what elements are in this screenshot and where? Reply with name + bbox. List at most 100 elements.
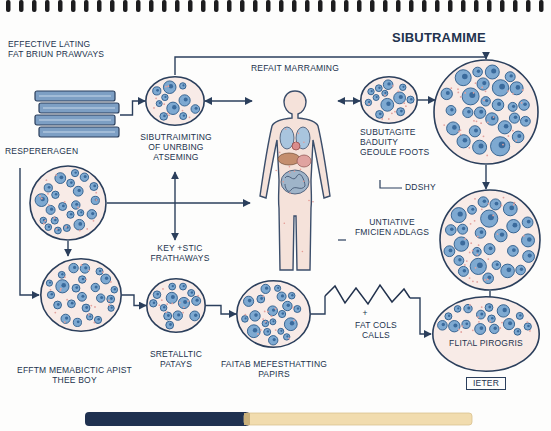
node-outline [236,280,311,348]
tissue-dot [492,215,494,217]
cell-nucleus [51,293,54,296]
cell-nucleus [248,299,252,303]
cell [90,183,98,191]
cell-nucleus [387,82,390,85]
tissue-dot [478,244,480,246]
tissue-dot [48,204,50,206]
cell-nucleus [483,199,487,203]
tissue-dot [50,289,52,291]
cell-nucleus [507,267,512,272]
cell [56,280,69,293]
tissue-dot [381,118,383,120]
tissue-dot [476,281,478,283]
node-outline [40,258,122,332]
cell-nucleus [93,185,96,188]
connector-arrow [122,295,146,306]
tissue-dot [265,321,267,323]
cell-nucleus [410,98,412,100]
node-label: REFAIT MARRAMING [240,64,350,74]
tissue-dot [54,312,56,314]
tissue-dot [461,325,463,327]
cell [375,85,382,92]
node-cell: SRETALLTIC PATAYS [146,278,206,333]
cell-nucleus [54,219,57,222]
tissue-dot [257,333,259,335]
tissue-dot [481,208,483,210]
cell [59,203,67,211]
tissue-dot [475,267,477,269]
node-outline [145,76,205,126]
skin-dot [284,223,286,225]
tissue-dot [478,321,480,323]
tissue-dot [513,204,515,206]
cell-nucleus [182,84,184,86]
node-box: IETER [466,377,506,390]
tissue-dot [95,192,97,194]
cell [61,314,70,323]
cell-nucleus [458,211,463,216]
cell [373,95,379,101]
tissue-dot [484,279,486,281]
cell [501,264,515,278]
cell-nucleus [517,134,521,138]
tissue-dot [477,316,479,318]
cell [82,304,90,312]
cell [180,83,186,89]
tissue-dot [153,107,155,109]
cell-nucleus [386,102,390,106]
cell-nucleus [469,92,475,98]
cell [512,131,524,143]
cell [516,312,523,319]
cell-nucleus [84,266,87,269]
cell [150,300,157,307]
cell [164,312,172,320]
cell-nucleus [50,208,53,211]
cell-nucleus [65,317,68,320]
cell-nucleus [194,314,197,317]
tissue-dot [499,327,501,329]
cell-nucleus [442,323,445,326]
tissue-dot [460,331,462,333]
cell [477,78,489,90]
tissue-dot [512,130,514,132]
book [39,127,119,137]
cell [445,313,452,320]
node-label: SIBUTRAIMITING OF UNRBING ATSEMING [133,133,219,162]
cell-nucleus [494,327,497,330]
cell [376,111,384,119]
tissue-dot [183,306,185,308]
tissue-dot [292,307,294,309]
cell [68,300,76,308]
cell [101,274,111,284]
cell-nucleus [508,321,512,325]
node-outline [35,90,120,140]
cell-nucleus [41,197,45,201]
node-label: SUBUTAGITE BADUITY GEOULE FOOTS [360,128,436,157]
cell-nucleus [379,112,382,115]
flow-line [175,57,486,75]
tissue-dot [56,228,58,230]
cell [446,225,457,236]
cell [463,107,473,117]
flow-line [174,172,175,240]
cell-nucleus [465,322,468,325]
cell-nucleus [85,306,88,309]
tissue-dot [473,120,475,122]
skin-dot [298,133,300,135]
cell [73,186,83,196]
cell-circle [147,279,205,332]
cell-nucleus [73,266,76,269]
cell-nucleus [512,248,516,252]
tissue-dot [94,322,96,324]
cell [490,324,499,333]
connector-arrow [206,306,236,315]
cell-circle [434,60,538,164]
tissue-dot [47,193,49,195]
cell-nucleus [516,85,521,90]
cell-nucleus [514,116,518,120]
cell-nucleus [95,198,98,201]
cell-nucleus [70,181,73,184]
cell-nucleus [503,308,507,312]
cell [247,325,260,338]
flow-line [107,202,250,203]
